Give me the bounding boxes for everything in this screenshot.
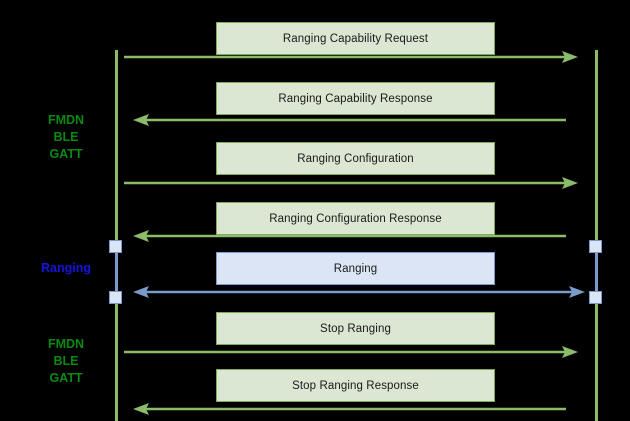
activation-node-left-bottom	[109, 291, 122, 304]
message-box-ranging: Ranging	[216, 252, 495, 285]
arrow-stop-ranging	[124, 344, 578, 360]
arrow-stop-ranging-response	[133, 401, 566, 417]
message-box-stop-ranging-response: Stop Ranging Response	[216, 369, 495, 402]
activation-node-right-top	[589, 240, 602, 253]
lifeline-right	[595, 50, 598, 421]
activation-node-left-top	[109, 240, 122, 253]
message-box-ranging-capability-request: Ranging Capability Request	[216, 22, 495, 55]
message-box-ranging-configuration: Ranging Configuration	[216, 142, 495, 175]
arrow-ranging-bidirectional	[133, 284, 585, 300]
message-box-stop-ranging: Stop Ranging	[216, 312, 495, 345]
phase-label-fmdn-ble-gatt-top: FMDN BLE GATT	[47, 113, 85, 161]
arrow-ranging-configuration	[124, 175, 578, 191]
phase-label-fmdn-ble-gatt-bottom: FMDN BLE GATT	[47, 337, 85, 385]
phase-label-ranging: Ranging	[41, 261, 91, 275]
activation-node-right-bottom	[589, 291, 602, 304]
lifeline-left	[115, 50, 118, 421]
activation-bar-right	[595, 247, 598, 298]
message-box-ranging-capability-response: Ranging Capability Response	[216, 82, 495, 115]
activation-bar-left	[115, 247, 118, 298]
message-box-ranging-configuration-response: Ranging Configuration Response	[216, 202, 495, 235]
